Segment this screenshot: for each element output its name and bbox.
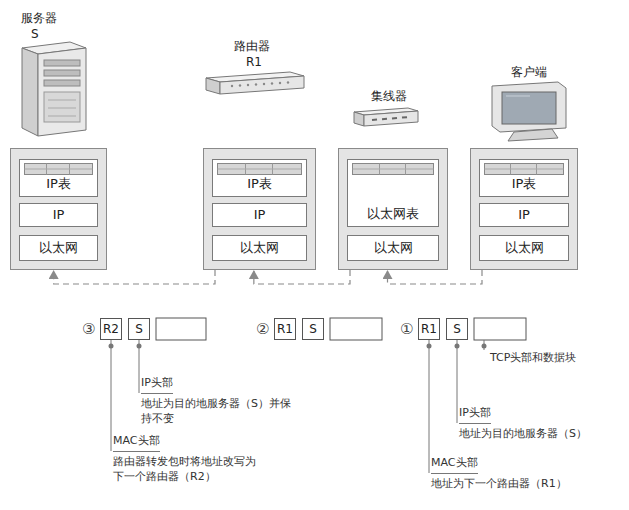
layer-name: IP bbox=[516, 207, 532, 223]
layer-box: 以太网 bbox=[347, 235, 439, 261]
header-field: S bbox=[446, 318, 468, 340]
header-field: S bbox=[128, 318, 150, 340]
layer-name: 以太网 bbox=[372, 240, 415, 256]
table-box: IP表 bbox=[479, 159, 569, 197]
annotation: TCP头部和数据块 bbox=[490, 350, 576, 365]
table-sketch bbox=[352, 163, 434, 175]
layer-name: IP bbox=[51, 207, 67, 223]
annotation: 地址为下一个路由器（R1） bbox=[431, 476, 611, 491]
annotation: 地址为目的地服务器（S） bbox=[459, 426, 619, 441]
router-illustration bbox=[206, 72, 304, 94]
address-text: R2 bbox=[103, 322, 119, 336]
device-label: 服务器 bbox=[21, 11, 57, 26]
callout-number: ③ bbox=[82, 320, 95, 338]
leader-dot bbox=[109, 344, 487, 349]
frame-path bbox=[388, 270, 483, 284]
table-box: IP表 bbox=[212, 159, 307, 197]
table-sketch bbox=[217, 163, 302, 175]
address-text: R1 bbox=[277, 322, 293, 336]
layer-name: IP表 bbox=[245, 176, 274, 192]
device-label: 集线器 bbox=[371, 89, 407, 104]
protocol-stack: 客户端IP表IP以太网 bbox=[470, 148, 578, 270]
header-name: IP头部 bbox=[459, 405, 491, 424]
layer-box: 以太网 bbox=[479, 235, 569, 261]
hub-illustration bbox=[354, 108, 418, 126]
address-text: S bbox=[309, 322, 317, 336]
device-label: R1 bbox=[246, 55, 262, 70]
layer-name: 以太网 bbox=[238, 240, 281, 256]
device-label: 客户端 bbox=[511, 65, 547, 80]
server-illustration bbox=[22, 42, 86, 136]
client-illustration bbox=[492, 82, 566, 141]
layer-box: IP bbox=[19, 203, 98, 227]
layer-name: IP bbox=[252, 207, 268, 223]
header-field: S bbox=[302, 318, 324, 340]
address-text: S bbox=[453, 322, 461, 336]
callout-number: ② bbox=[256, 320, 269, 338]
header-name: IP头部 bbox=[141, 375, 173, 394]
annotation: 路由器转发包时将地址改写为下一个路由器（R2） bbox=[113, 454, 263, 484]
layer-name: IP表 bbox=[510, 176, 539, 192]
protocol-stack: 服务器SIP表IP以太网 bbox=[10, 148, 107, 270]
callout-number: ① bbox=[400, 320, 413, 338]
device-label: 路由器 bbox=[234, 39, 270, 54]
address-text: S bbox=[135, 322, 143, 336]
leader-line bbox=[111, 340, 484, 473]
layer-name: IP表 bbox=[44, 176, 73, 192]
layer-name: 以太网 bbox=[37, 240, 80, 256]
protocol-stack: 路由器R1IP表IP以太网 bbox=[203, 148, 316, 270]
table-sketch bbox=[24, 163, 93, 175]
header-name: MAC头部 bbox=[431, 455, 478, 474]
header-name: MAC头部 bbox=[113, 433, 160, 452]
header-field: R2 bbox=[100, 318, 122, 340]
table-box: 以太网表 bbox=[347, 159, 439, 227]
layer-name: 以太网 bbox=[503, 240, 546, 256]
table-sketch bbox=[484, 163, 564, 175]
address-text: R1 bbox=[421, 322, 437, 336]
annotation: 地址为目的地服务器（S）并保持不变 bbox=[141, 396, 291, 426]
layer-box: 以太网 bbox=[19, 235, 98, 261]
header-field: R1 bbox=[274, 318, 296, 340]
frame-path bbox=[254, 270, 350, 284]
packet-data-box bbox=[156, 318, 526, 340]
table-box: IP表 bbox=[19, 159, 98, 197]
header-field: R1 bbox=[418, 318, 440, 340]
device-label: S bbox=[31, 27, 39, 42]
layer-name: 以太网表 bbox=[365, 206, 421, 222]
protocol-stack: 集线器以太网表以太网 bbox=[338, 148, 448, 270]
layer-box: IP bbox=[479, 203, 569, 227]
layer-box: 以太网 bbox=[212, 235, 307, 261]
frame-path bbox=[54, 270, 215, 284]
layer-box: IP bbox=[212, 203, 307, 227]
